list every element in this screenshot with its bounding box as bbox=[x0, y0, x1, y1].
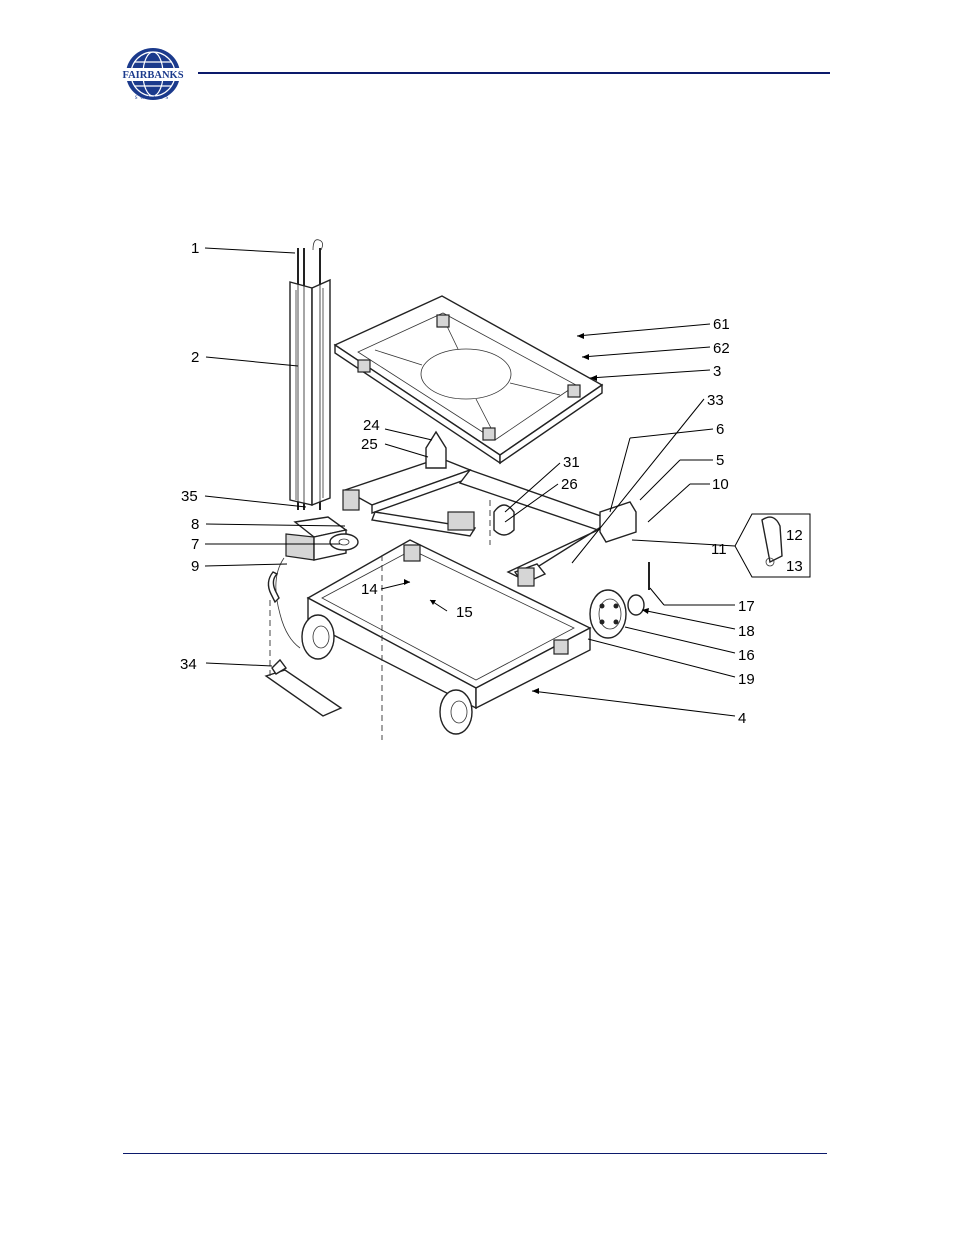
callout-17: 17 bbox=[738, 598, 755, 615]
callout-2: 2 bbox=[191, 349, 199, 366]
callout-34: 34 bbox=[180, 656, 197, 673]
callout-33: 33 bbox=[707, 392, 724, 409]
logo-subtext: SCALES bbox=[135, 96, 172, 101]
callout-16: 16 bbox=[738, 647, 755, 664]
callout-6: 6 bbox=[716, 421, 724, 438]
callout-31: 31 bbox=[563, 454, 580, 471]
callout-15: 15 bbox=[456, 604, 473, 621]
header-rule bbox=[198, 72, 830, 74]
base-part bbox=[306, 539, 592, 710]
fairbanks-logo: FAIRBANKS SCALES bbox=[120, 48, 186, 101]
callout-14: 14 bbox=[361, 581, 378, 598]
wheels bbox=[301, 562, 650, 735]
callout-25: 25 bbox=[361, 436, 378, 453]
callout-18: 18 bbox=[738, 623, 755, 640]
footer-rule bbox=[123, 1153, 827, 1154]
callout-7: 7 bbox=[191, 536, 199, 553]
platter-part bbox=[333, 295, 604, 465]
callout-61: 61 bbox=[713, 316, 730, 333]
callout-24: 24 bbox=[363, 417, 380, 434]
callout-11: 11 bbox=[711, 541, 727, 558]
callout-26: 26 bbox=[561, 476, 578, 493]
callout-10: 10 bbox=[712, 476, 729, 493]
leader-lines bbox=[204, 247, 736, 717]
callout-8: 8 bbox=[191, 516, 199, 533]
callout-5: 5 bbox=[716, 452, 724, 469]
callout-labels: 1 2 3 4 5 6 7 8 9 10 11 12 13 14 15 16 1… bbox=[180, 240, 803, 727]
callout-12: 12 bbox=[786, 527, 803, 544]
callout-35: 35 bbox=[181, 488, 198, 505]
handle-part bbox=[264, 658, 343, 717]
callout-1: 1 bbox=[191, 240, 199, 257]
logo-text: FAIRBANKS bbox=[122, 70, 183, 81]
column-part bbox=[289, 239, 331, 510]
callout-19: 19 bbox=[738, 671, 755, 688]
callout-3: 3 bbox=[713, 363, 721, 380]
callout-4: 4 bbox=[738, 710, 746, 727]
callout-9: 9 bbox=[191, 558, 199, 575]
head-assembly bbox=[267, 516, 359, 649]
callout-13: 13 bbox=[786, 558, 803, 575]
callout-62: 62 bbox=[713, 340, 730, 357]
clip-inset bbox=[734, 513, 811, 578]
arrowheads bbox=[404, 333, 649, 694]
